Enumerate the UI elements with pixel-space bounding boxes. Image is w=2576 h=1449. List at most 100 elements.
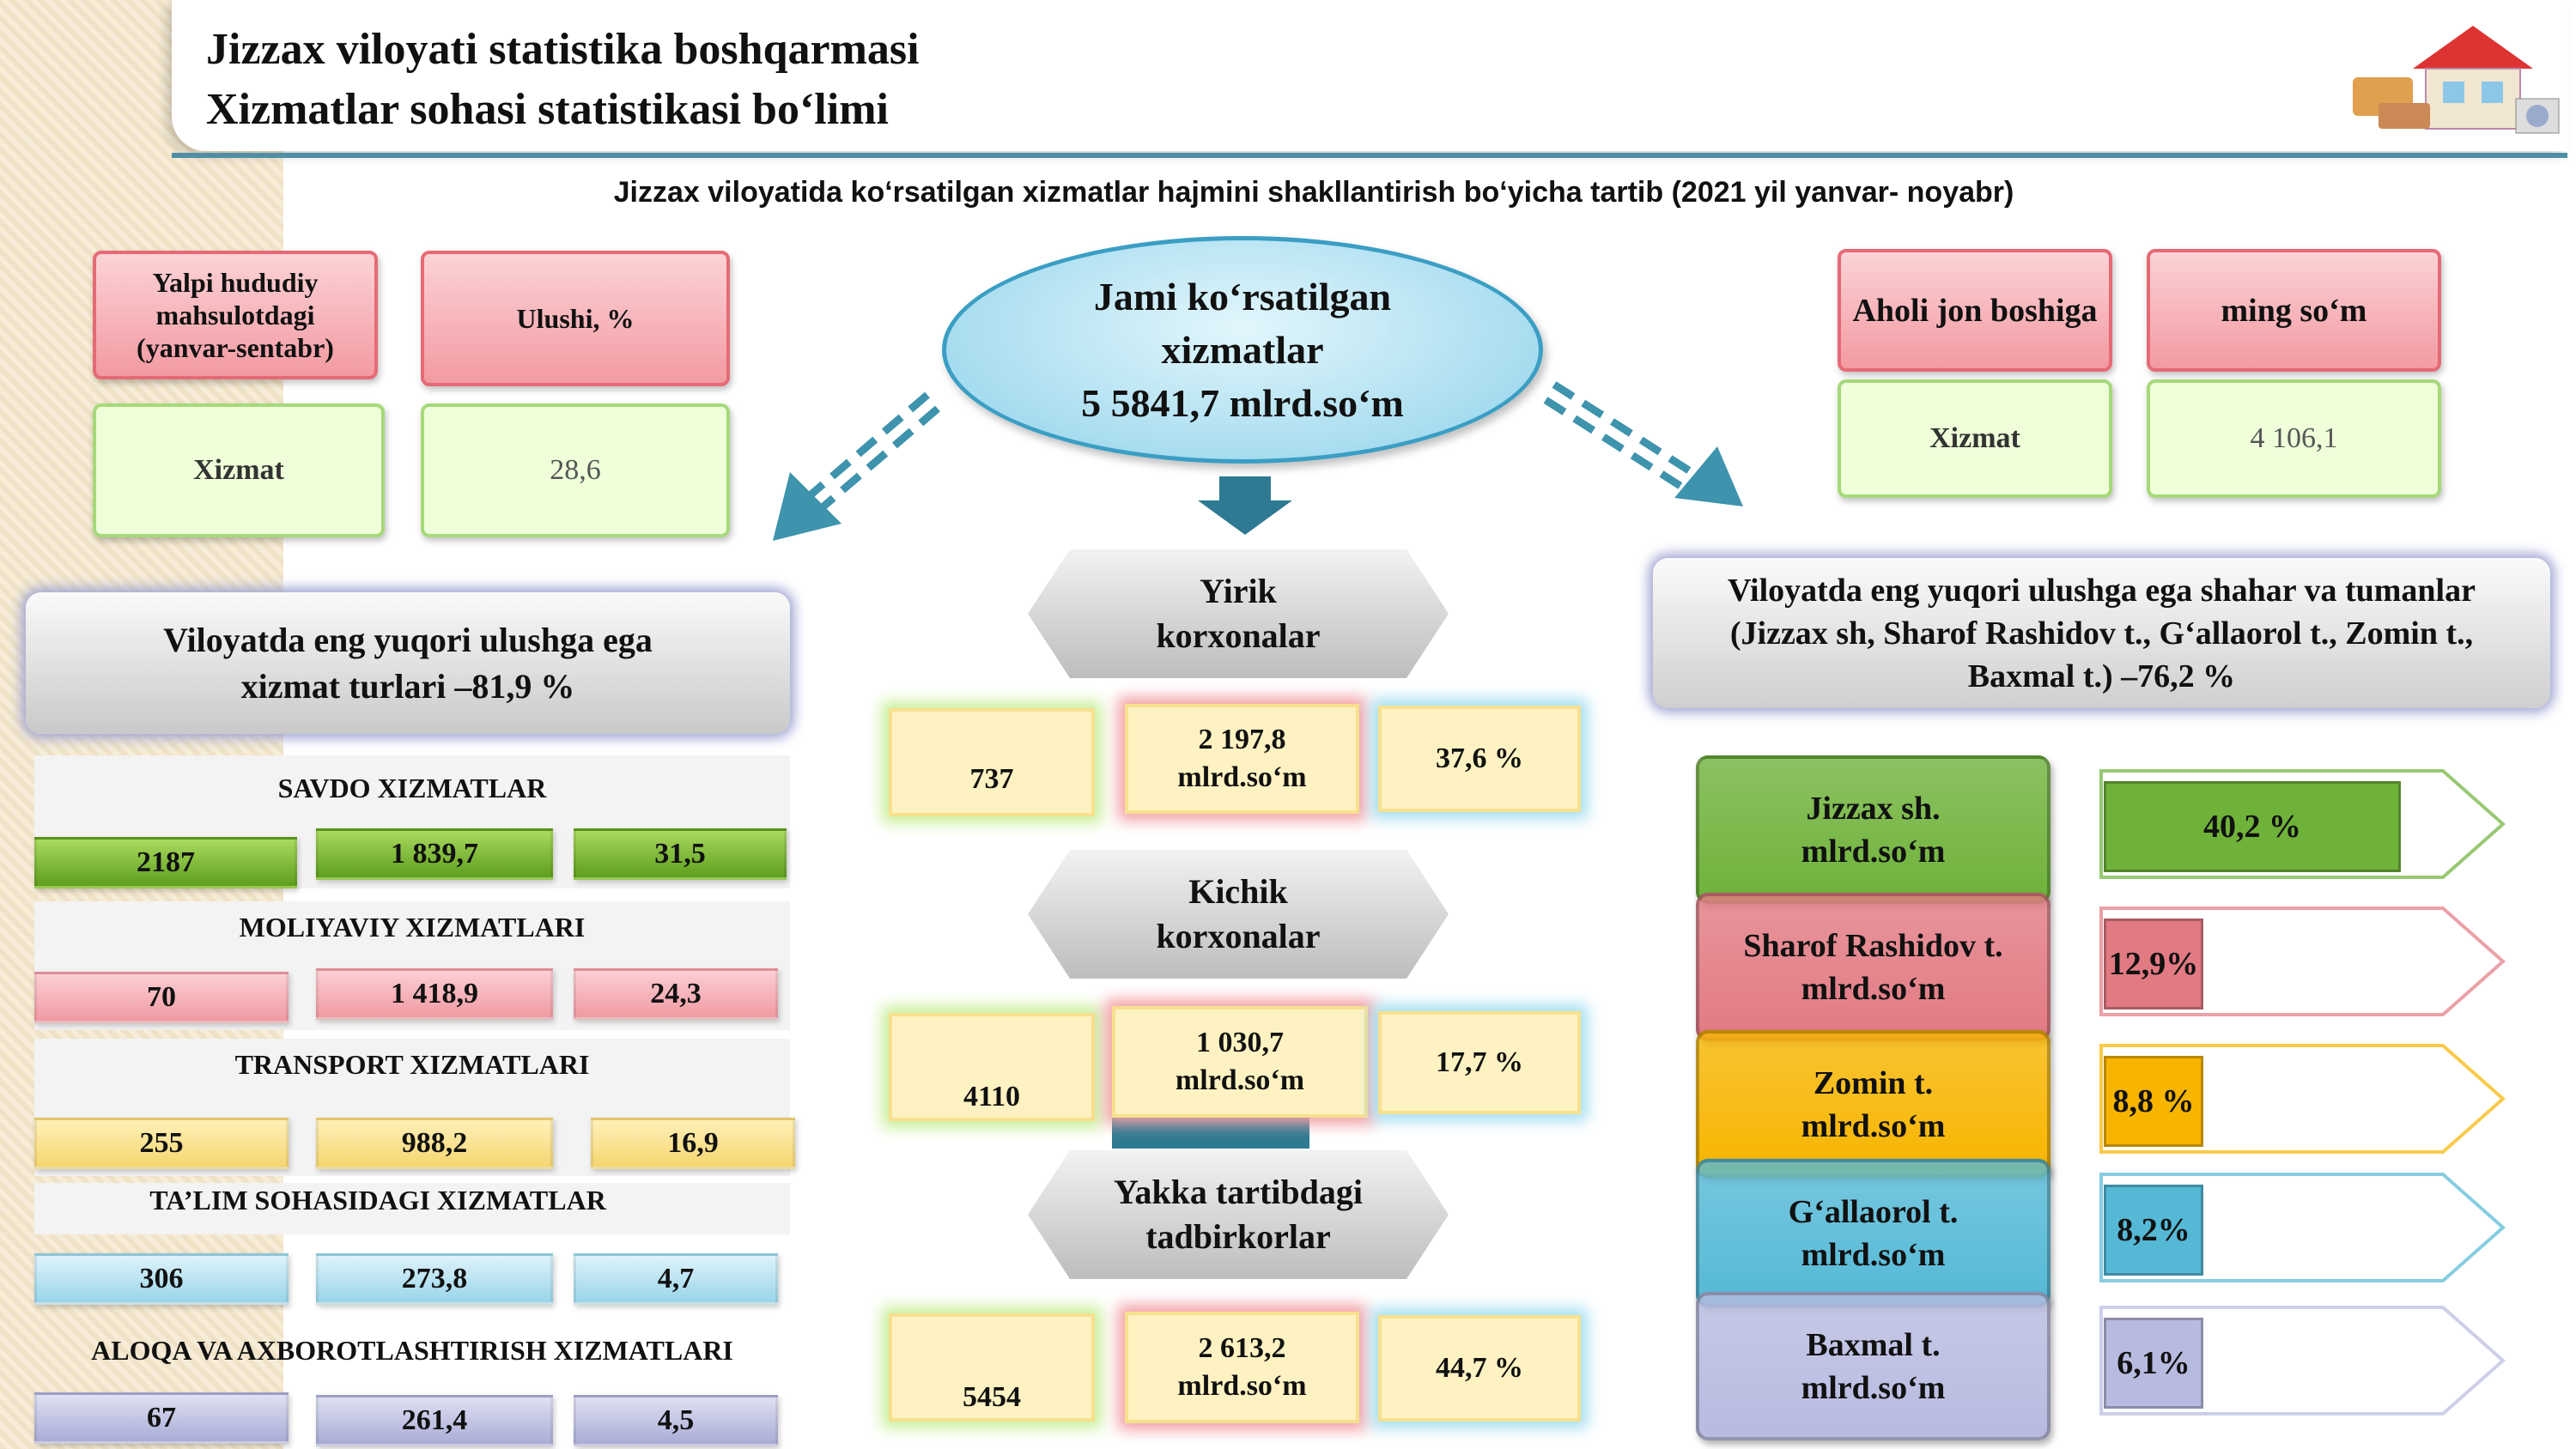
arrow-left-icon: [773, 391, 940, 541]
city-share-label: 8,8 %: [2112, 1083, 2195, 1119]
left-banner-line2: xizmat turlari –81,9 %: [240, 666, 575, 706]
total-line1: Jami koʻrsatilgan: [1093, 274, 1392, 318]
group-amount-yakka: 2 613,2 mlrd.soʻm: [1125, 1312, 1359, 1423]
city-unit: mlrd.soʻm: [1801, 1107, 1946, 1144]
header-title-line2: Xizmatlar sohasi statistikasi boʻlimi: [206, 85, 889, 134]
city-unit: mlrd.soʻm: [1801, 833, 1946, 870]
city-box: Gʻallaorol t. mlrd.soʻm: [1696, 1159, 2050, 1307]
city-name: Zomin t.: [1813, 1064, 1934, 1101]
arrow-right-icon: [1543, 381, 1743, 506]
group-amount-kichik: 1 030,7 mlrd.soʻm: [1112, 1006, 1368, 1118]
group-line1: Yakka tartibdagi: [1113, 1173, 1364, 1211]
total-line2: xizmatlar: [1161, 327, 1324, 372]
sector-amount: 1 839,7: [316, 828, 553, 880]
city-share-label: 12,9%: [2108, 946, 2199, 982]
group-line2: tadbirkorlar: [1145, 1217, 1331, 1256]
group-hex-yakka: Yakka tartibdagi tadbirkorlar: [1028, 1150, 1449, 1279]
sector-title-talim: TA’LIM SOHASIDAGI XIZMATLAR: [149, 1185, 606, 1216]
sector-count: 306: [34, 1253, 289, 1305]
total-line3: 5 5841,7 mlrd.soʻm: [1081, 380, 1404, 425]
city-box: Sharof Rashidov t. mlrd.soʻm: [1696, 893, 2050, 1041]
group-hex-kichik: Kichik korxonalar: [1028, 850, 1449, 979]
sector-count: 70: [34, 972, 289, 1023]
group-count: 737: [969, 763, 1014, 795]
header-divider: [172, 153, 2567, 158]
sector-share: 24,3: [574, 968, 778, 1020]
city-share-bar: 40,2 %: [2104, 781, 2401, 872]
header-card: [172, 0, 2567, 151]
per-capita-header: Aholi jon boshiga: [1838, 249, 2112, 372]
total-services-ellipse: Jami koʻrsatilgan xizmatlar 5 5841,7 mlr…: [942, 236, 1543, 464]
sector-title-aloqa: ALOQA VA AXBOROTLASHTIRISH XIZMATLARI: [91, 1335, 733, 1366]
service-label-cell-right: Xizmat: [1838, 379, 2112, 498]
city-unit: mlrd.soʻm: [1801, 1369, 1946, 1406]
city-name: Gʻallaorol t.: [1788, 1193, 1959, 1230]
sector-share: 16,9: [591, 1118, 795, 1169]
city-box: Zomin t. mlrd.soʻm: [1696, 1030, 2050, 1179]
group-amount: 2 197,8: [1198, 724, 1286, 755]
group-line1: Kichik: [1188, 872, 1288, 911]
group-amount: 1 030,7: [1196, 1027, 1284, 1058]
city-share-bar: 12,9%: [2104, 919, 2203, 1009]
city-share-label: 6,1%: [2117, 1345, 2190, 1381]
city-unit: mlrd.soʻm: [1801, 1236, 1946, 1273]
city-share-bar: 6,1%: [2104, 1318, 2203, 1409]
group-line1: Yirik: [1200, 572, 1277, 610]
sector-amount: 988,2: [316, 1118, 553, 1169]
sector-title-transport: TRANSPORT XIZMATLARI: [234, 1049, 590, 1080]
left-panel-banner: Viloyatda eng yuqori ulushga ega xizmat …: [26, 592, 790, 734]
sector-share: 4,5: [574, 1395, 778, 1446]
sector-bg-talim: [34, 1183, 790, 1234]
right-banner-line3: Baxmal t.) –76,2 %: [1967, 658, 2236, 694]
group-count: 4110: [963, 1081, 1021, 1113]
group-unit: mlrd.soʻm: [1177, 761, 1307, 793]
right-panel-banner: Viloyatda eng yuqori ulushga ega shahar …: [1653, 558, 2550, 708]
group-share: 37,6 %: [1436, 743, 1523, 774]
city-share-bar: 8,8 %: [2104, 1056, 2203, 1147]
gdp-share-header: Yalpi hududiy mahsulotdagi (yanvar-senta…: [93, 251, 378, 379]
group-unit: mlrd.soʻm: [1175, 1064, 1305, 1096]
city-share-label: 40,2 %: [2203, 809, 2301, 845]
group-count-kichik: 4110: [889, 1013, 1095, 1121]
sector-share: 31,5: [574, 828, 787, 880]
sector-count: 67: [34, 1392, 289, 1444]
group-unit: mlrd.soʻm: [1177, 1370, 1307, 1402]
sector-amount: 261,4: [316, 1395, 553, 1446]
city-share-label: 8,2%: [2117, 1212, 2190, 1248]
group-share: 44,7 %: [1436, 1352, 1523, 1384]
group-share-yakka: 44,7 %: [1378, 1315, 1581, 1422]
sector-count: 2187: [34, 837, 297, 888]
group-line2: korxonalar: [1156, 616, 1321, 655]
city-unit: mlrd.soʻm: [1801, 970, 1946, 1007]
group-share-kichik: 17,7 %: [1378, 1011, 1581, 1114]
city-name: Sharof Rashidov t.: [1743, 927, 2003, 964]
page-subtitle: Jizzax viloyatida koʻrsatilgan xizmatlar…: [613, 176, 2014, 209]
group-amount-yirik: 2 197,8 mlrd.soʻm: [1125, 704, 1359, 814]
group-hex-yirik: Yirik korxonalar: [1028, 549, 1449, 678]
city-name: Jizzax sh.: [1806, 790, 1941, 827]
city-box: Baxmal t. mlrd.soʻm: [1696, 1292, 2050, 1440]
unit-header: ming soʻm: [2147, 249, 2441, 372]
sector-amount: 1 418,9: [316, 968, 553, 1020]
right-banner-line1: Viloyatda eng yuqori ulushga ega shahar …: [1728, 572, 2476, 609]
sector-title-moliya: MOLIYAVIY XIZMATLARI: [239, 912, 586, 943]
share-percent-header: Ulushi, %: [421, 251, 730, 386]
group-line2: korxonalar: [1156, 917, 1321, 955]
sector-share: 4,7: [574, 1253, 778, 1305]
right-banner-line2: (Jizzax sh, Sharof Rashidov t., Gʻallaor…: [1729, 615, 2474, 652]
city-name: Baxmal t.: [1806, 1326, 1941, 1363]
group-amount: 2 613,2: [1198, 1332, 1286, 1364]
arrow-down-icon: [1198, 476, 1292, 535]
house-services-logo-icon: [2344, 17, 2567, 137]
left-banner-line1: Viloyatda eng yuqori ulushga ega: [163, 620, 653, 659]
city-share-bar: 8,2%: [2104, 1185, 2203, 1276]
group-share-yirik: 37,6 %: [1378, 706, 1581, 812]
service-label-cell: Xizmat: [93, 403, 385, 537]
group-share: 17,7 %: [1436, 1046, 1523, 1078]
per-capita-value: 4 106,1: [2147, 379, 2441, 498]
city-box: Jizzax sh. mlrd.soʻm: [1696, 755, 2050, 904]
sector-amount: 273,8: [316, 1253, 553, 1305]
group-count-yakka: 5454: [889, 1313, 1095, 1422]
header-title-line1: Jizzax viloyati statistika boshqarmasi: [206, 25, 920, 74]
sector-count: 255: [34, 1118, 289, 1169]
